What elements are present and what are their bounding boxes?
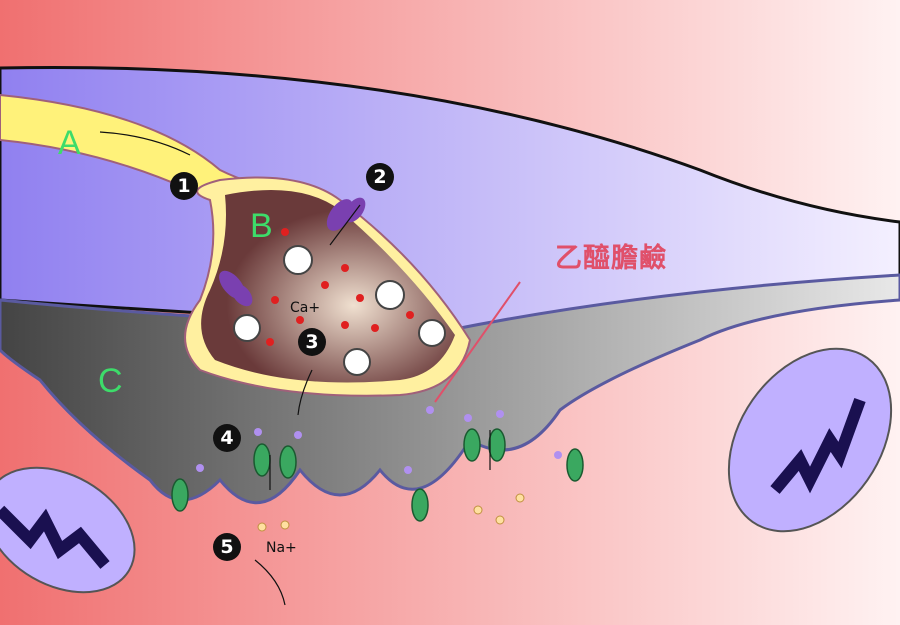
arrows	[99, 131, 491, 606]
step-2-marker: 2	[366, 163, 394, 191]
annotation-pointer	[434, 281, 521, 403]
vesicles	[233, 245, 446, 376]
sodium-ions	[257, 493, 525, 532]
sodium-label: Na+	[266, 540, 297, 556]
mitochondria	[0, 347, 893, 594]
calcium-label: Ca+	[290, 300, 321, 316]
acetylcholine-label: 乙醯膽鹼	[555, 243, 667, 274]
ach-molecules	[196, 406, 562, 474]
step-3-marker: 3	[298, 328, 326, 356]
label-axon: A	[58, 124, 81, 162]
label-cleft: C	[98, 362, 123, 400]
ach-receptors	[171, 428, 584, 522]
calcium-channels	[219, 197, 366, 307]
step-1-marker: 1	[170, 172, 198, 200]
calcium-ions	[266, 228, 414, 346]
step-5-marker: 5	[213, 533, 241, 561]
label-terminal: B	[250, 207, 273, 245]
step-4-marker: 4	[213, 424, 241, 452]
